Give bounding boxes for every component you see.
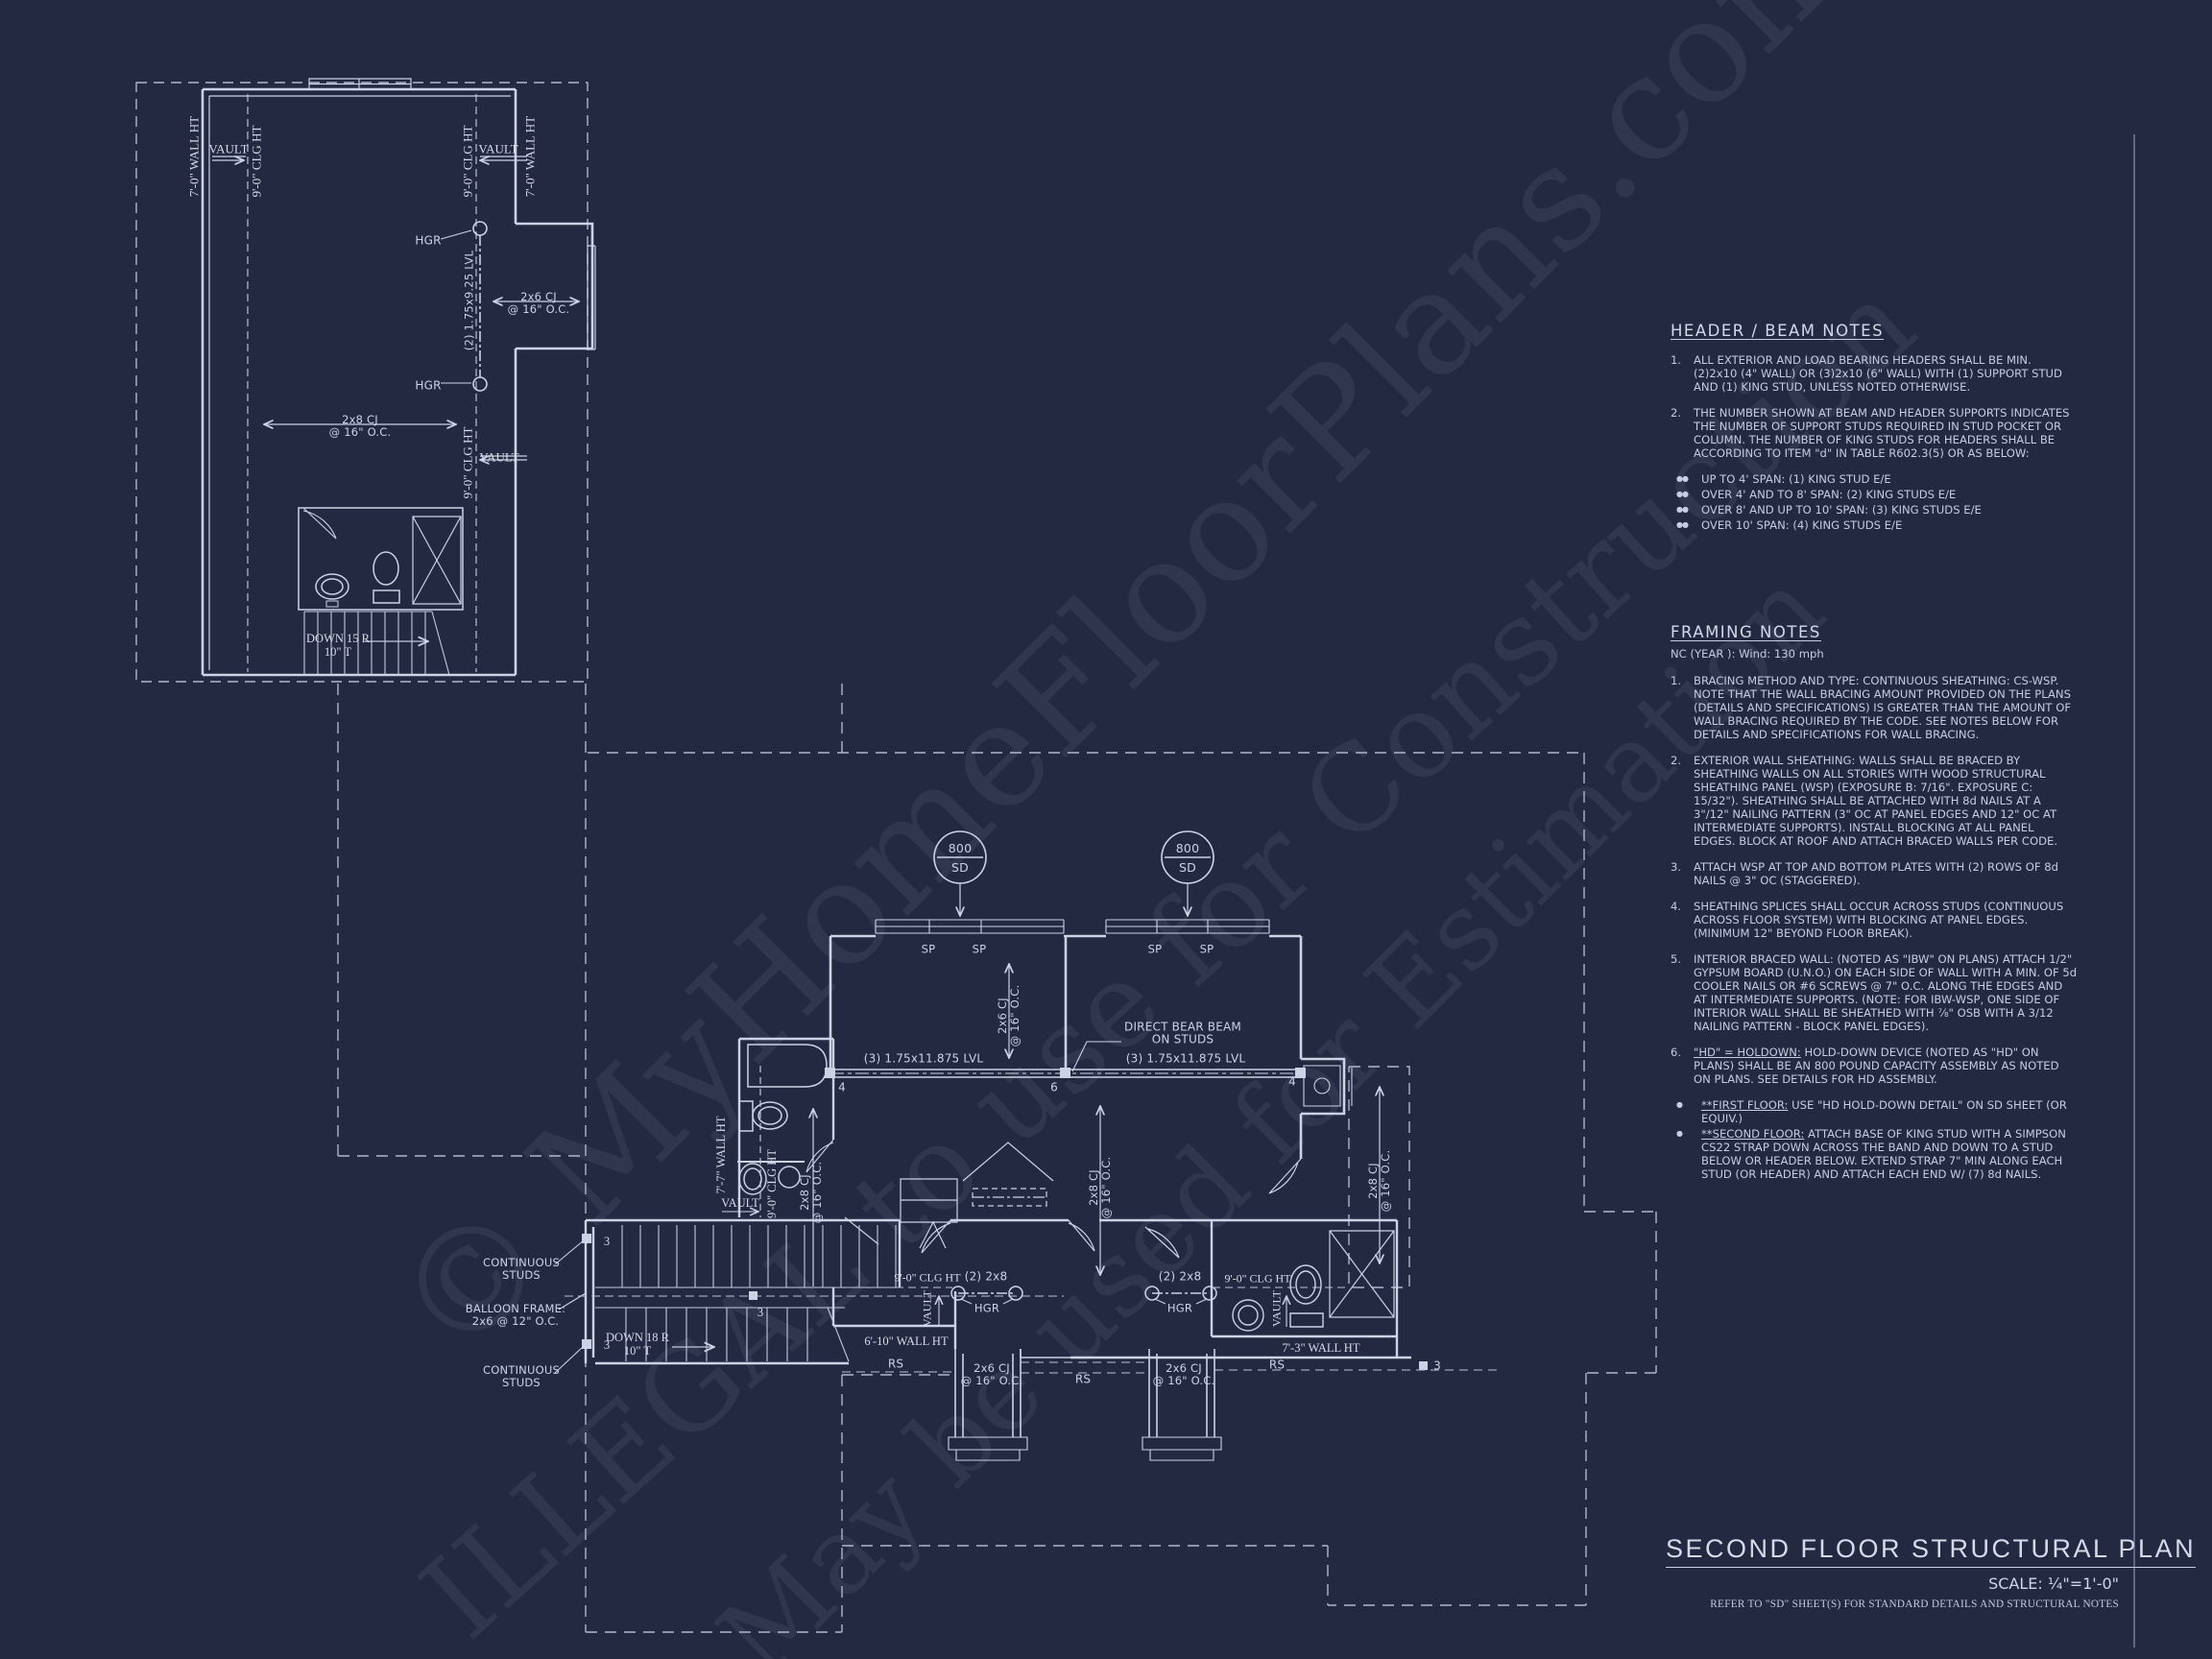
note-bullet: ●●OVER 8' AND UP TO 10' SPAN: (3) KING S… [1676, 503, 1982, 517]
note-item-4: 4.SHEATHING SPLICES SHALL OCCUR ACROSS S… [1671, 900, 2064, 940]
note-item-2: 2.EXTERIOR WALL SHEATHING: WALLS SHALL B… [1671, 754, 2058, 848]
header-beam-notes-list: 1.ALL EXTERIOR AND LOAD BEARING HEADERS … [1671, 353, 2078, 532]
note-bullet: ●**SECOND FLOOR: ATTACH BASE OF KING STU… [1676, 1127, 2066, 1181]
note-bullet: ●●UP TO 4' SPAN: (1) KING STUD E/E [1676, 472, 1891, 486]
note-item-2: 2.THE NUMBER SHOWN AT BEAM AND HEADER SU… [1671, 406, 2070, 460]
note-item-6: 6."HD" = HOLDOWN: HOLD-DOWN DEVICE (NOTE… [1671, 1046, 2059, 1086]
sheet-border-line [2133, 134, 2135, 1647]
sheet-refer-note: REFER TO "SD" SHEET(S) FOR STANDARD DETA… [1710, 1599, 2119, 1610]
header-beam-notes-title: HEADER / BEAM NOTES [1671, 322, 1885, 340]
sheet-scale: SCALE: ¼"=1'-0" [1988, 1575, 2119, 1593]
framing-notes-list: 1.BRACING METHOD AND TYPE: CONTINUOUS SH… [1671, 674, 2078, 1181]
note-item-5: 5.INTERIOR BRACED WALL: (NOTED AS "IBW" … [1671, 952, 2078, 1033]
note-item-1: 1.ALL EXTERIOR AND LOAD BEARING HEADERS … [1671, 353, 2062, 394]
framing-notes: FRAMING NOTES NC (YEAR ): Wind: 130 mph … [1671, 623, 2078, 1181]
note-item-3: 3.ATTACH WSP AT TOP AND BOTTOM PLATES WI… [1671, 860, 2058, 887]
note-item-1: 1.BRACING METHOD AND TYPE: CONTINUOUS SH… [1671, 674, 2071, 741]
note-bullet: ●●OVER 4' AND TO 8' SPAN: (2) KING STUDS… [1676, 488, 1957, 501]
framing-notes-subtitle: NC (YEAR ): Wind: 130 mph [1671, 647, 1824, 661]
framing-notes-title: FRAMING NOTES [1671, 623, 1821, 641]
note-bullet: ●**FIRST FLOOR: USE "HD HOLD-DOWN DETAIL… [1676, 1098, 2067, 1125]
sheet-title: SECOND FLOOR STRUCTURAL PLAN [1666, 1534, 2197, 1568]
title-block: SECOND FLOOR STRUCTURAL PLAN SCALE: ¼"=1… [1666, 1534, 2197, 1610]
note-bullet: ●●OVER 10' SPAN: (4) KING STUDS E/E [1676, 518, 1903, 532]
header-beam-notes: HEADER / BEAM NOTES 1.ALL EXTERIOR AND L… [1671, 322, 2078, 532]
